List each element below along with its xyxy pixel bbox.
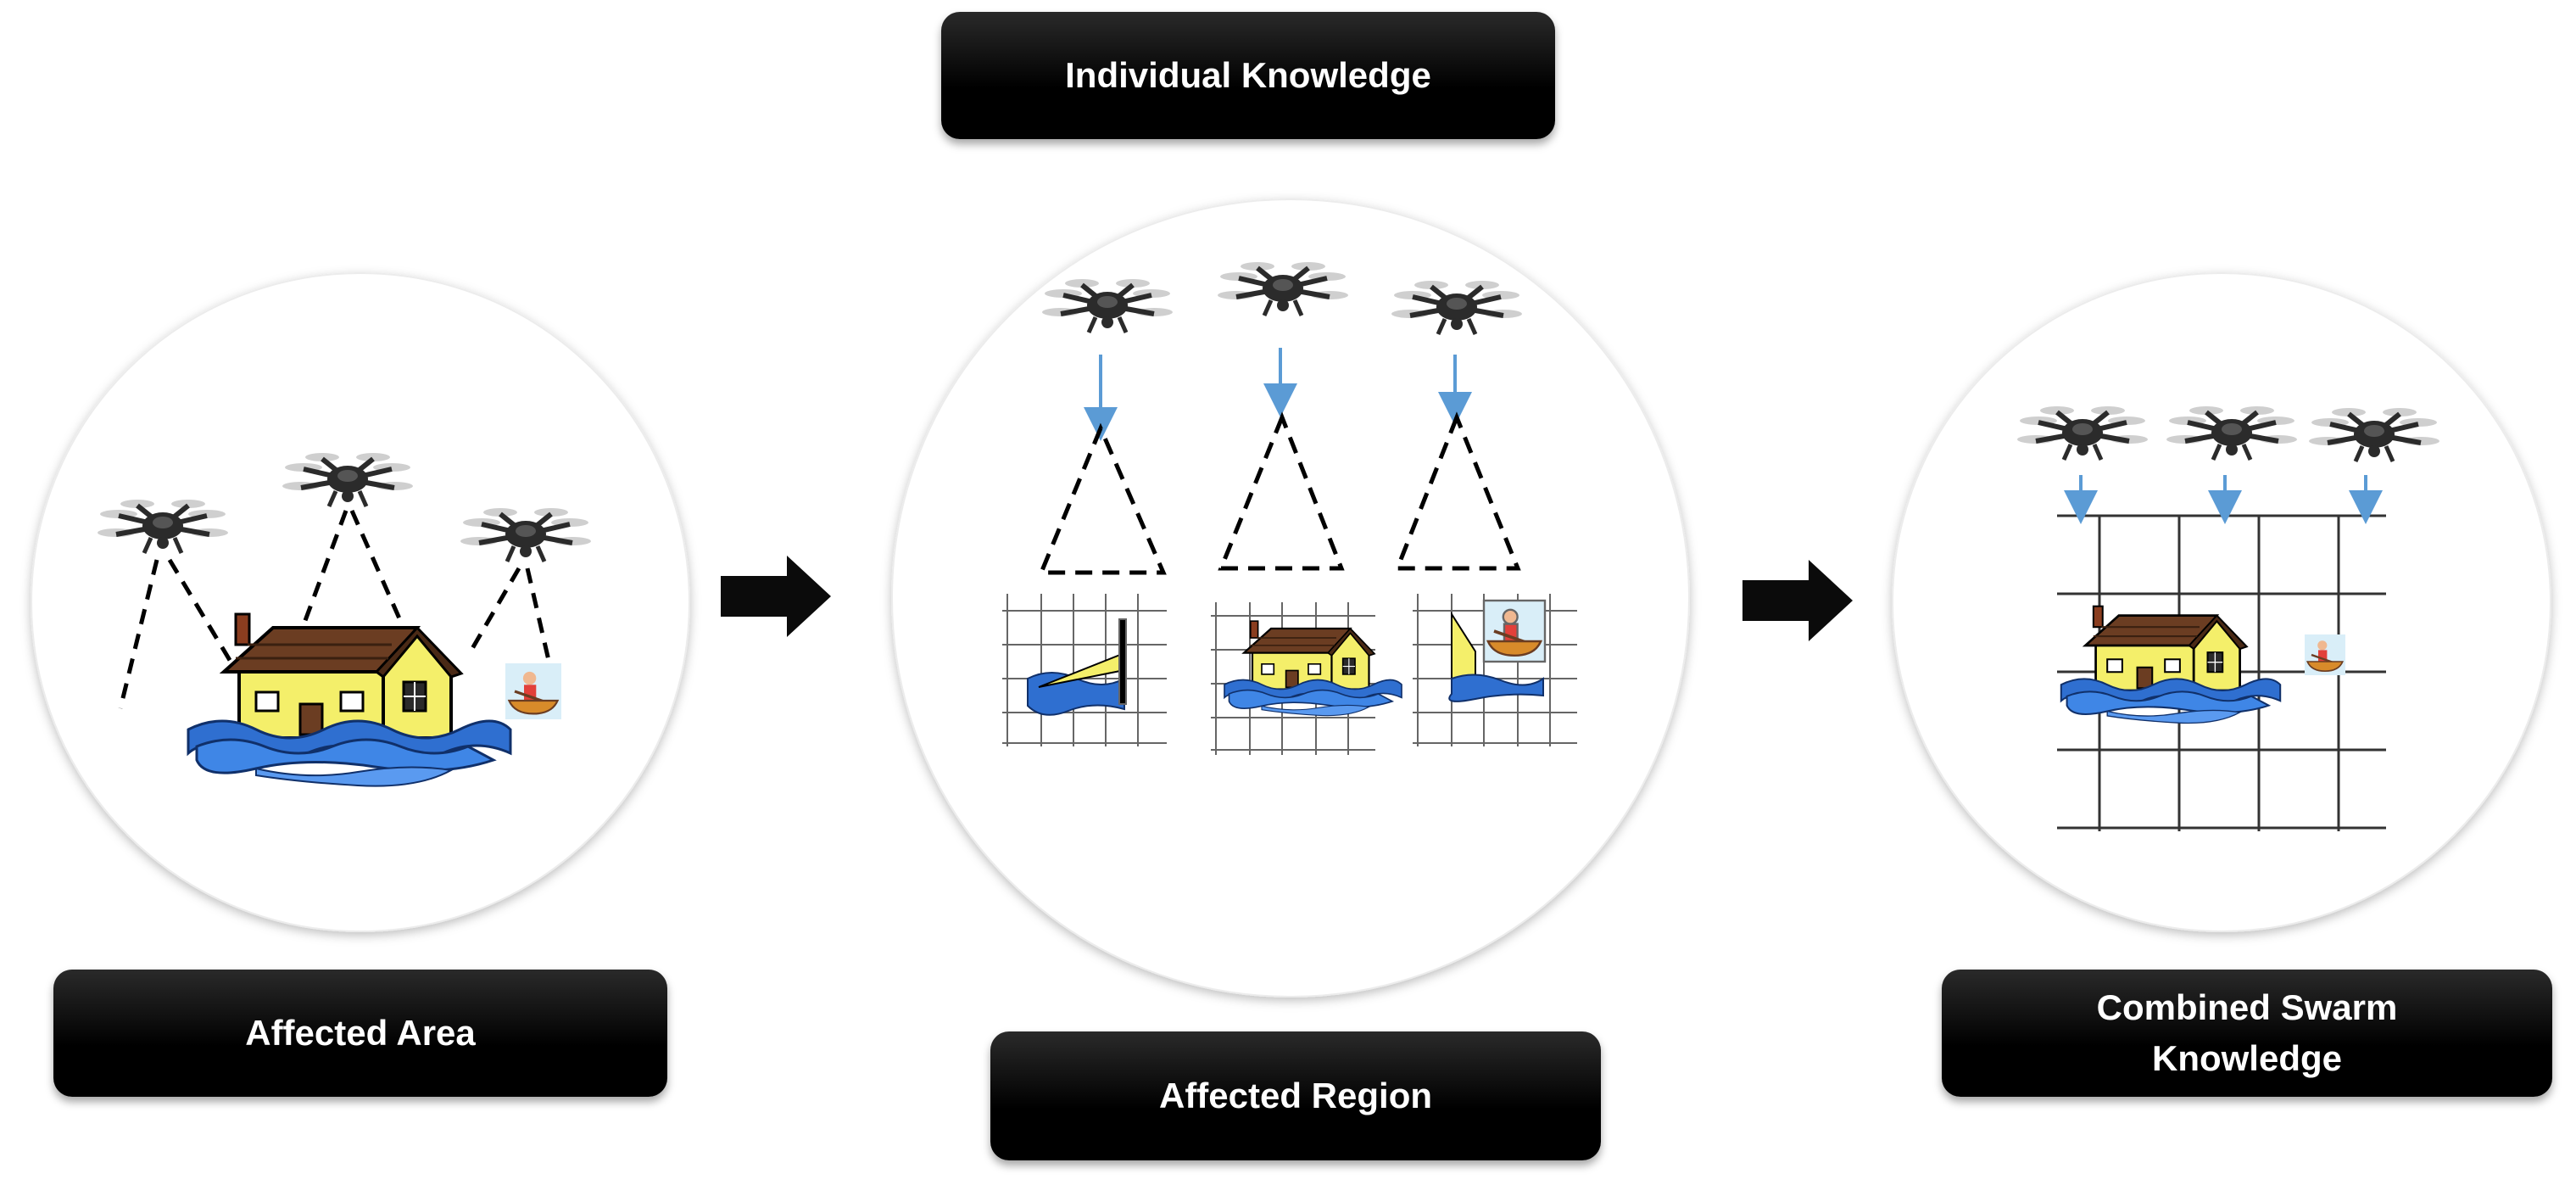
grid-patch-3 <box>1413 594 1577 746</box>
affected-area-circle <box>31 272 690 932</box>
scan-cone <box>1218 411 1345 571</box>
scan-lines <box>118 509 555 709</box>
affected-area-label: Affected Area <box>53 970 667 1097</box>
person-in-boat-icon <box>504 662 563 721</box>
scan-cone <box>1038 422 1167 575</box>
combined-swarm-circle <box>1892 272 2551 932</box>
person-in-boat-icon <box>2303 633 2347 677</box>
individual-knowledge-label: Individual Knowledge <box>941 12 1555 139</box>
grid-patch-2 <box>1211 602 1403 755</box>
grid-patch-1 <box>1002 594 1167 746</box>
person-in-boat-icon <box>1482 599 1547 663</box>
affected-region-label: Affected Region <box>990 1031 1601 1160</box>
affected-region-circle <box>891 198 1690 998</box>
arrow-right-icon <box>1742 560 1853 641</box>
scan-cone <box>1394 411 1521 571</box>
combined-swarm-knowledge-label: Combined Swarm Knowledge <box>1942 970 2552 1097</box>
arrow-right-icon <box>721 556 831 637</box>
